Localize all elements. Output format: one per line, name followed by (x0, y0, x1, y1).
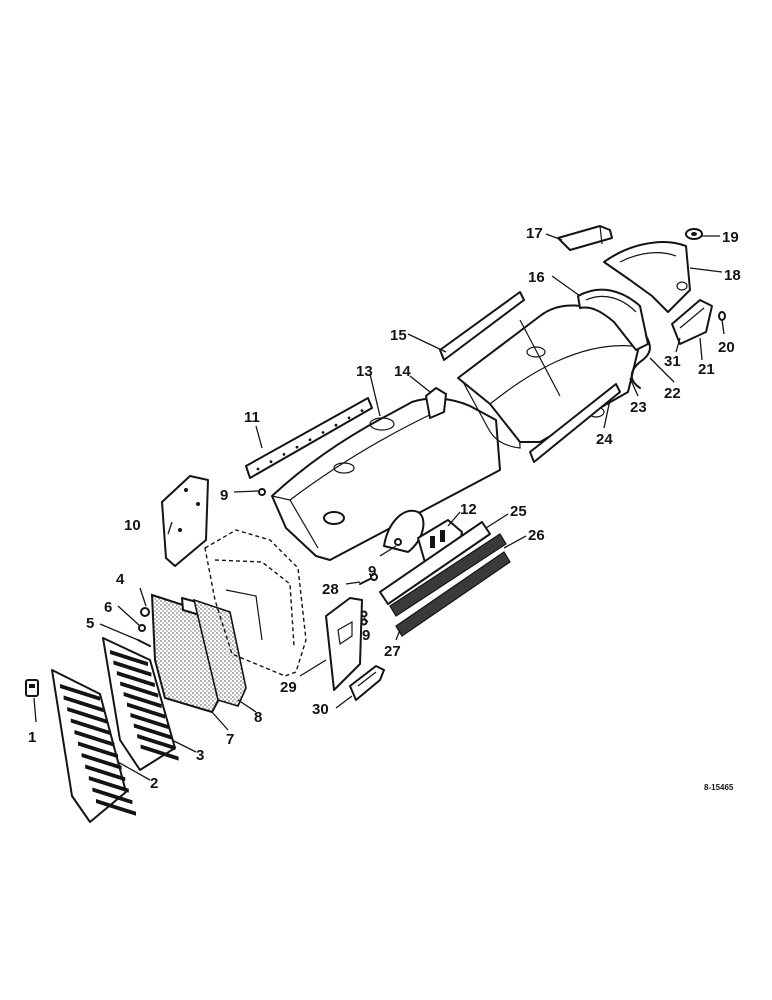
part-front-hood (271, 397, 501, 561)
part-bracket-17 (557, 225, 613, 251)
part-bracket-14 (425, 387, 447, 419)
callout-30: 30 (312, 701, 329, 718)
part-pin-20 (718, 311, 726, 321)
callout-9-lower: 9 (362, 627, 370, 644)
part-strip-11 (245, 397, 373, 479)
callout-23: 23 (630, 399, 647, 416)
part-latch-30 (349, 665, 385, 701)
callout-14: 14 (394, 363, 411, 380)
callout-28: 28 (322, 581, 339, 598)
callout-27: 27 (384, 643, 401, 660)
callout-10: 10 (124, 517, 141, 534)
callout-17: 17 (526, 225, 543, 242)
callout-11: 11 (244, 409, 260, 426)
callout-labels: 1 2 3 4 5 6 7 8 9 9 9 10 11 12 13 14 15 … (28, 225, 741, 792)
callout-7: 7 (226, 731, 234, 748)
part-cover-plate (383, 509, 463, 567)
callout-24: 24 (596, 431, 613, 448)
callout-2: 2 (150, 775, 158, 792)
callout-15: 15 (390, 327, 407, 344)
callout-20: 20 (718, 339, 735, 356)
part-side-panel-left (161, 475, 209, 567)
part-strip-24 (529, 383, 621, 463)
part-side-strip-25 (379, 521, 491, 605)
callout-31: 31 (664, 353, 681, 370)
callout-21: 21 (698, 361, 715, 378)
callout-8: 8 (254, 709, 262, 726)
callout-25: 25 (510, 503, 527, 520)
part-panel-21 (671, 299, 713, 345)
callout-3: 3 (196, 747, 204, 764)
callout-26: 26 (528, 527, 545, 544)
callout-22: 22 (664, 385, 681, 402)
part-bolt-28 (359, 573, 378, 585)
part-strip-15 (439, 291, 525, 361)
callout-4: 4 (116, 571, 125, 588)
callout-19: 19 (722, 229, 739, 246)
callout-6: 6 (104, 599, 112, 616)
callout-18: 18 (724, 267, 741, 284)
callout-1: 1 (28, 729, 36, 746)
part-inner-grille (102, 637, 179, 771)
callout-16: 16 (528, 269, 545, 286)
callout-12: 12 (460, 501, 477, 518)
part-screen-frame (192, 598, 247, 707)
leader-lines (33, 233, 725, 781)
part-radiator-shell (204, 529, 307, 677)
part-cowl-16 (577, 288, 649, 351)
drawing-reference-number: 8-15465 (704, 783, 734, 792)
callout-13: 13 (356, 363, 373, 380)
part-rubber-strips (389, 533, 511, 637)
part-hardware-4-5-6 (137, 607, 151, 647)
part-rod-22 (630, 335, 651, 389)
callout-5: 5 (86, 615, 94, 632)
part-side-panel-right (325, 597, 363, 691)
callout-29: 29 (280, 679, 297, 696)
callout-9-upper: 9 (220, 487, 228, 504)
part-clip (25, 679, 39, 697)
callout-9-middle: 9 (368, 563, 376, 580)
part-instrument-cowl (603, 241, 691, 313)
part-screws-9 (258, 488, 402, 626)
part-knob-19 (685, 228, 703, 240)
part-front-grille (51, 669, 136, 823)
